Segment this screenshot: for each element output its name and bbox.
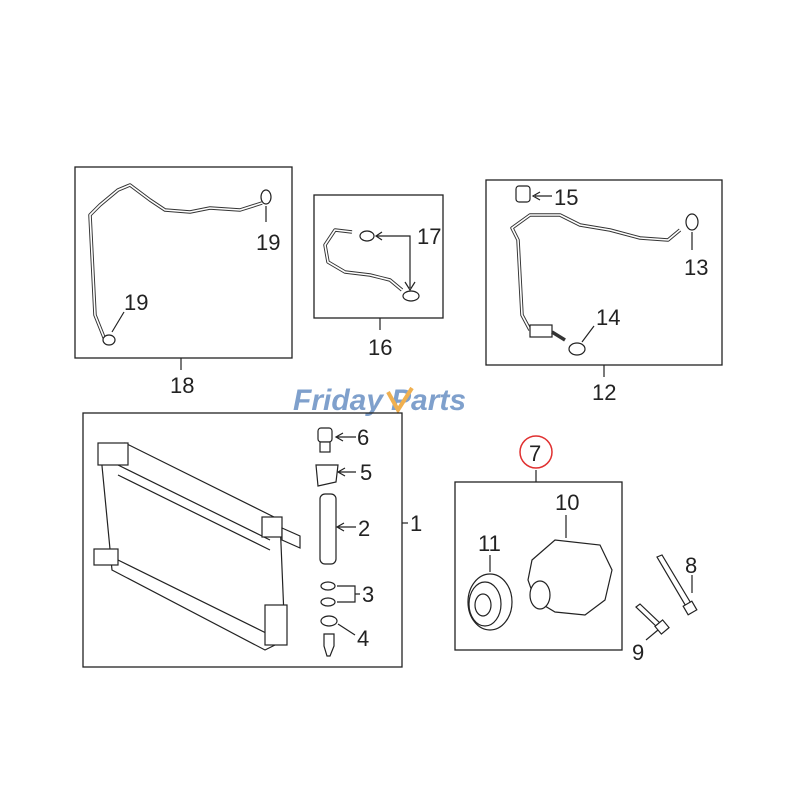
leader-line-19-lower bbox=[111, 311, 125, 333]
condenser-bracket-right bbox=[261, 516, 283, 538]
pressure-switch-6-base bbox=[319, 441, 331, 453]
callout-4: 4 bbox=[357, 626, 369, 651]
clutch-pulley-11-hub bbox=[474, 593, 492, 617]
leader-arrow-6 bbox=[334, 432, 356, 442]
callout-1: 1 bbox=[410, 511, 422, 536]
callout-19-lower: 19 bbox=[124, 290, 148, 315]
logo-text-friday: Friday bbox=[293, 384, 384, 417]
bracket-clamp-5 bbox=[315, 464, 339, 487]
group-18: 19 19 18 bbox=[74, 166, 293, 398]
o-ring-19-upper bbox=[260, 189, 272, 205]
leader-line-14 bbox=[581, 325, 595, 343]
group-18-box bbox=[74, 166, 293, 359]
callout-8: 8 bbox=[685, 553, 697, 578]
callout-6: 6 bbox=[357, 425, 369, 450]
callout-5: 5 bbox=[360, 460, 372, 485]
ac-line-18-inner bbox=[89, 184, 263, 341]
bolt-8-head bbox=[682, 600, 698, 616]
group-1-box bbox=[82, 412, 403, 668]
group-16: 17 16 bbox=[313, 194, 444, 360]
o-ring-14 bbox=[568, 342, 586, 356]
ac-line-18 bbox=[88, 183, 263, 341]
o-ring-3-b bbox=[320, 597, 336, 607]
ac-hose-16-inner bbox=[324, 229, 403, 291]
valve-fitting-stub bbox=[551, 330, 566, 342]
condenser bbox=[99, 442, 286, 651]
cap-15 bbox=[515, 185, 531, 203]
leader-line-9 bbox=[645, 629, 659, 641]
callout-15: 15 bbox=[554, 185, 578, 210]
highlight-circle bbox=[519, 435, 553, 469]
pressure-switch-6 bbox=[317, 427, 333, 443]
callout-12: 12 bbox=[592, 380, 616, 405]
callout-2: 2 bbox=[358, 516, 370, 541]
o-ring-19-lower bbox=[102, 334, 116, 346]
callout-18: 18 bbox=[170, 373, 194, 398]
callout-3: 3 bbox=[362, 582, 374, 607]
o-ring-3-a bbox=[320, 581, 336, 591]
leader-line-4 bbox=[337, 623, 356, 636]
condenser-bracket-upper bbox=[97, 442, 129, 466]
o-ring-13 bbox=[685, 213, 699, 231]
ac-line-12-inner bbox=[511, 214, 681, 331]
callout-14: 14 bbox=[596, 305, 620, 330]
callout-11: 11 bbox=[478, 531, 501, 556]
receiver-drier-2 bbox=[319, 493, 337, 565]
o-ring-17-a bbox=[359, 230, 375, 242]
group-12: 15 13 14 12 bbox=[485, 179, 723, 405]
bolts: 8 9 bbox=[632, 553, 698, 665]
leader-arrow-5 bbox=[336, 467, 356, 477]
leader-bracket-3 bbox=[337, 585, 360, 603]
group-7: 7 11 10 bbox=[454, 435, 623, 651]
leader-arrow-15 bbox=[531, 191, 552, 201]
callout-17: 17 bbox=[417, 224, 441, 249]
group-1: 6 5 2 3 4 1 bbox=[82, 412, 422, 668]
condenser-bracket-bottom bbox=[264, 604, 288, 646]
valve-fitting bbox=[529, 324, 553, 338]
o-ring-17-b bbox=[402, 290, 420, 302]
callout-19-upper: 19 bbox=[256, 230, 280, 255]
condenser-mounting-tab bbox=[281, 527, 301, 549]
callout-9: 9 bbox=[632, 640, 644, 665]
compressor-10-front-boss bbox=[529, 580, 551, 610]
callout-13: 13 bbox=[684, 255, 708, 280]
leader-arrow-2 bbox=[335, 522, 356, 532]
washer-4 bbox=[320, 615, 338, 627]
callout-10: 10 bbox=[555, 490, 579, 515]
group-16-box bbox=[313, 194, 444, 319]
condenser-bracket-lower bbox=[93, 548, 119, 566]
logo-checkmark-icon bbox=[386, 386, 414, 414]
plug-4 bbox=[323, 633, 335, 657]
condenser-fins bbox=[117, 464, 271, 636]
callout-7: 7 bbox=[529, 441, 541, 466]
leader-arrows-17 bbox=[374, 231, 416, 292]
callout-16: 16 bbox=[368, 335, 392, 360]
group-7-box bbox=[454, 481, 623, 651]
